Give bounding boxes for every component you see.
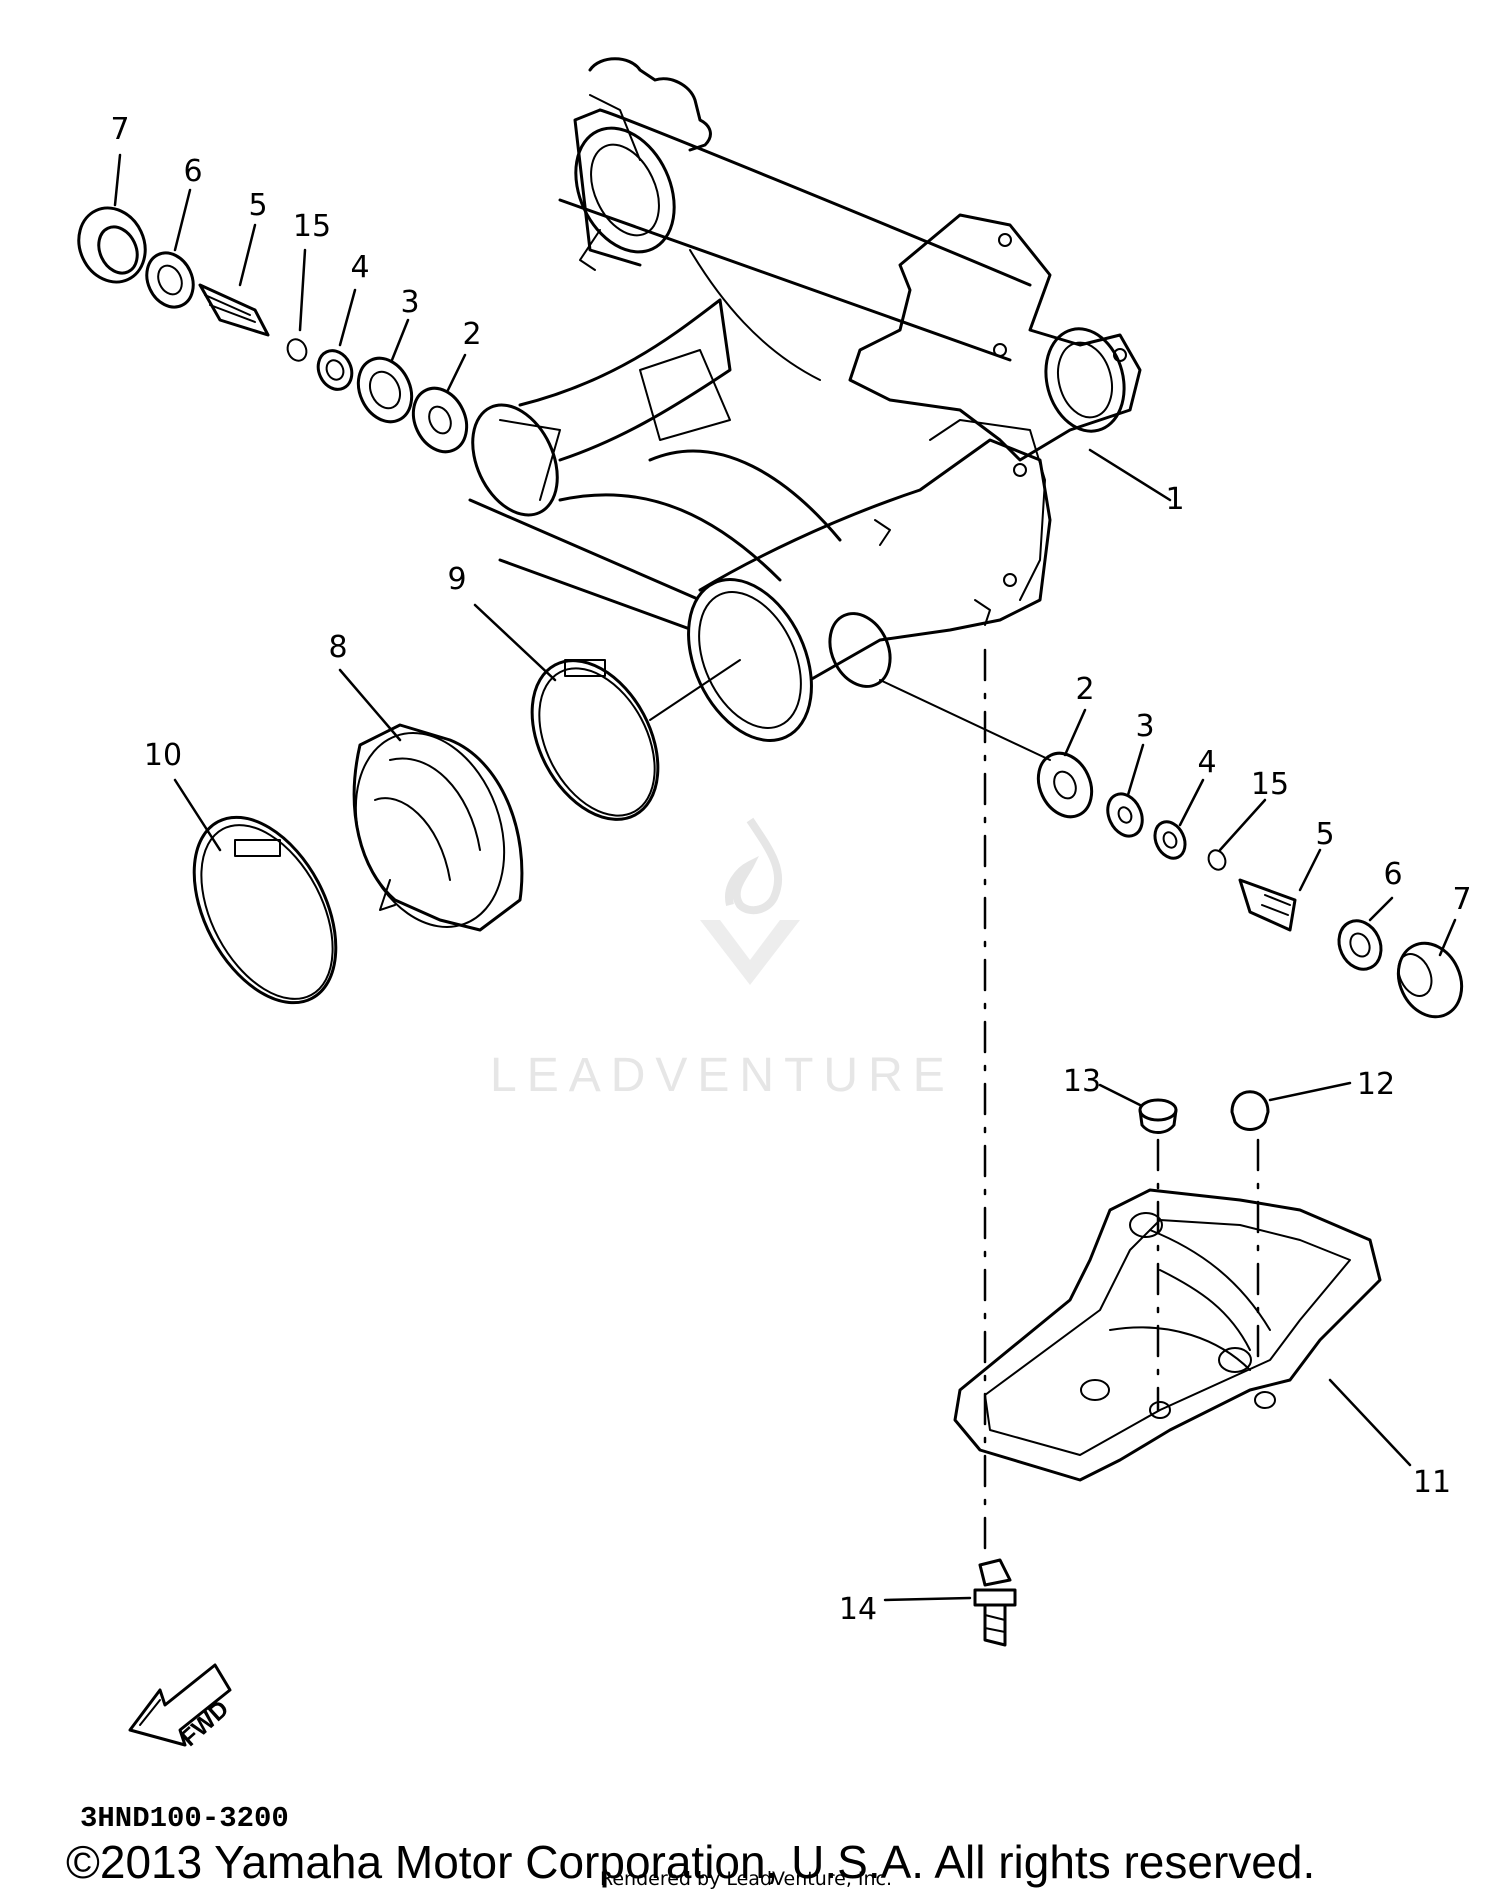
callout-15-left: 15	[292, 209, 332, 244]
callout-15-right: 15	[1250, 767, 1290, 802]
callout-10: 10	[143, 738, 183, 773]
leadventure-logo-icon	[700, 817, 800, 985]
callout-11: 11	[1412, 1465, 1452, 1500]
boot-part-8	[352, 723, 524, 932]
rendered-by-text: Rendered by LeadVenture, Inc.	[600, 1868, 893, 1890]
callout-2-left: 2	[462, 317, 482, 352]
cap-part-13	[1138, 1098, 1178, 1134]
swingarm-part-1	[468, 57, 1142, 742]
callout-3-right: 3	[1135, 709, 1155, 744]
guard-part-11	[953, 1188, 1382, 1482]
figure-code: 3HND100-3200	[80, 1802, 289, 1835]
cap-part-12	[1230, 1090, 1270, 1131]
callout-2-right: 2	[1075, 672, 1095, 707]
callout-5-right: 5	[1315, 817, 1335, 852]
callout-8: 8	[328, 630, 348, 665]
callout-14: 14	[838, 1592, 878, 1627]
callout-7-right: 7	[1452, 882, 1472, 917]
callout-4-right: 4	[1197, 745, 1217, 780]
callout-7-left: 7	[110, 112, 130, 147]
callout-4-left: 4	[350, 250, 370, 285]
callout-3-left: 3	[400, 285, 420, 320]
callout-13: 13	[1062, 1064, 1102, 1099]
callout-9: 9	[447, 562, 467, 597]
bolt-part-14	[973, 1558, 1017, 1647]
callout-6-left: 6	[183, 154, 203, 189]
right-pivot-parts	[879, 679, 1464, 1019]
callout-6-right: 6	[1383, 857, 1403, 892]
callout-1: 1	[1165, 482, 1185, 517]
left-pivot-parts	[77, 206, 469, 454]
watermark-text: LEADVENTURE	[490, 1049, 955, 1102]
callout-5-left: 5	[248, 188, 268, 223]
copyright-text: ©2013 Yamaha Motor Corporation, U.S.A. A…	[66, 1836, 1316, 1888]
callout-12: 12	[1356, 1067, 1396, 1102]
clamp-part-9	[530, 659, 741, 821]
clamp-part-10	[192, 815, 338, 1005]
fwd-arrow-icon	[128, 1663, 232, 1747]
leader-lines	[113, 153, 1457, 1602]
